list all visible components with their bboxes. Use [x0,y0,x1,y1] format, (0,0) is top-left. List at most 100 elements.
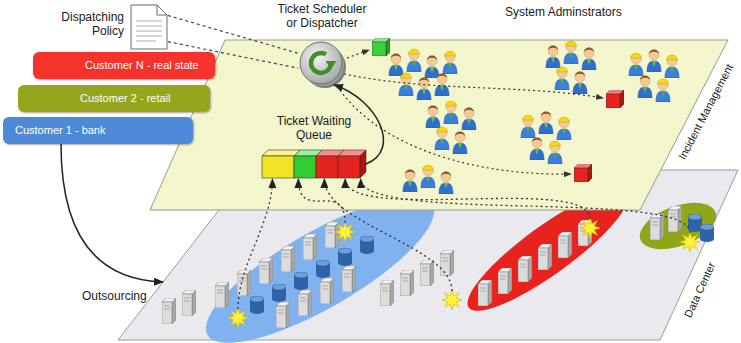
dispatcher-circle: Ticket Scheduler or Dispatcher [298,40,346,88]
incident-ticket-arrow [345,179,590,219]
admin-person [426,106,440,129]
queue-drawing [262,150,366,178]
database-icon [294,272,308,290]
database-icon [360,236,374,254]
server-icon [498,268,512,294]
incident-star [680,232,700,252]
admin-person [421,165,435,188]
server-icon [303,234,317,260]
edge-label: Outsourcing [82,289,147,303]
admin-person [462,108,476,131]
server-icon [558,232,572,258]
queue-top [262,150,300,156]
admin-person [407,49,421,72]
server-icon [237,270,251,296]
server-icon [182,290,196,316]
customer-name: Customer N - real state [85,52,199,79]
admin-person [548,141,562,164]
incident-star [580,218,600,238]
admin-person [557,117,571,140]
policy-document: Dispatching Policy [130,4,168,50]
admin-person [453,132,467,155]
server-icon [400,270,414,296]
dispatcher-label: Ticket Scheduler or Dispatcher [273,2,371,30]
document-fold [157,5,167,15]
admin-person [665,55,679,78]
database-icon [688,214,702,232]
server-icon [518,256,532,282]
admin-person [582,48,596,71]
queue-ticket [316,156,338,178]
admin-person [435,74,449,97]
queue-ticket [262,156,294,178]
admin-person [564,41,578,64]
database-icon [338,248,352,266]
server-icon [298,290,312,316]
admin-person [389,54,403,77]
admin-person [521,115,535,138]
dispatch-arrow [347,50,369,58]
customer-name: Customer 1 - bank [15,117,105,144]
admin-person [425,56,439,79]
server-icon [650,214,664,240]
server-icon [215,282,229,308]
database-icon [250,296,264,314]
admin-person [443,51,457,74]
customer-band: Customer N - real state [33,52,215,79]
customer-band: Customer 2 - retail [18,85,210,112]
incident-plane [150,40,728,210]
incident-star [335,222,355,242]
document-label: Dispatching Policy [44,10,124,38]
document-lines [136,21,162,41]
admin-person [656,79,670,102]
queue-ticket [294,156,316,178]
server-icon [325,222,339,248]
admin-person [638,76,652,99]
incident-ticket-arrow [298,179,345,223]
incident-star [228,308,248,328]
queue-ticket [338,156,360,178]
database-icon [700,224,714,242]
database-icon [316,260,330,278]
incident-ticket-arrow [238,179,272,309]
ticket-cube [372,38,390,56]
server-icon [538,244,552,270]
server-icon [668,206,682,232]
queue-to-dispatcher-arrow [334,85,383,164]
incident-ticket-arrow [361,179,690,233]
server-icon [420,260,434,286]
admin-person [399,73,413,96]
dispatcher-disc [300,42,342,84]
dispatcher-drawing [298,40,346,88]
admin-person [439,172,453,195]
customer-band: Customer 1 - bank [3,117,193,144]
admin-person [647,50,661,73]
server-icon [162,298,176,324]
ticket-cube [574,164,592,182]
admin-person [573,72,587,95]
queue-side [360,150,366,178]
admin-person [555,67,569,90]
server-icon [276,302,290,328]
dispatch-arrow [337,86,571,174]
outsourcing-arrow [61,144,163,282]
database-icon [272,284,286,302]
incident-star [442,290,462,310]
retail-region [634,194,723,259]
server-icon [478,280,492,306]
server-icon [320,278,334,304]
document-page [131,5,167,49]
admin-person [444,101,458,124]
server-icon [440,250,454,276]
policy-link [168,16,300,54]
admin-person [417,78,431,101]
section-label: System Adminstrators [505,5,622,19]
ticket-cube [606,90,624,108]
customer-name: Customer 2 - retail [80,85,170,112]
document-icon [130,4,168,50]
admin-person [629,53,643,76]
admin-person [530,138,544,161]
incident-ticket-arrow [324,179,452,291]
admin-person [435,127,449,150]
